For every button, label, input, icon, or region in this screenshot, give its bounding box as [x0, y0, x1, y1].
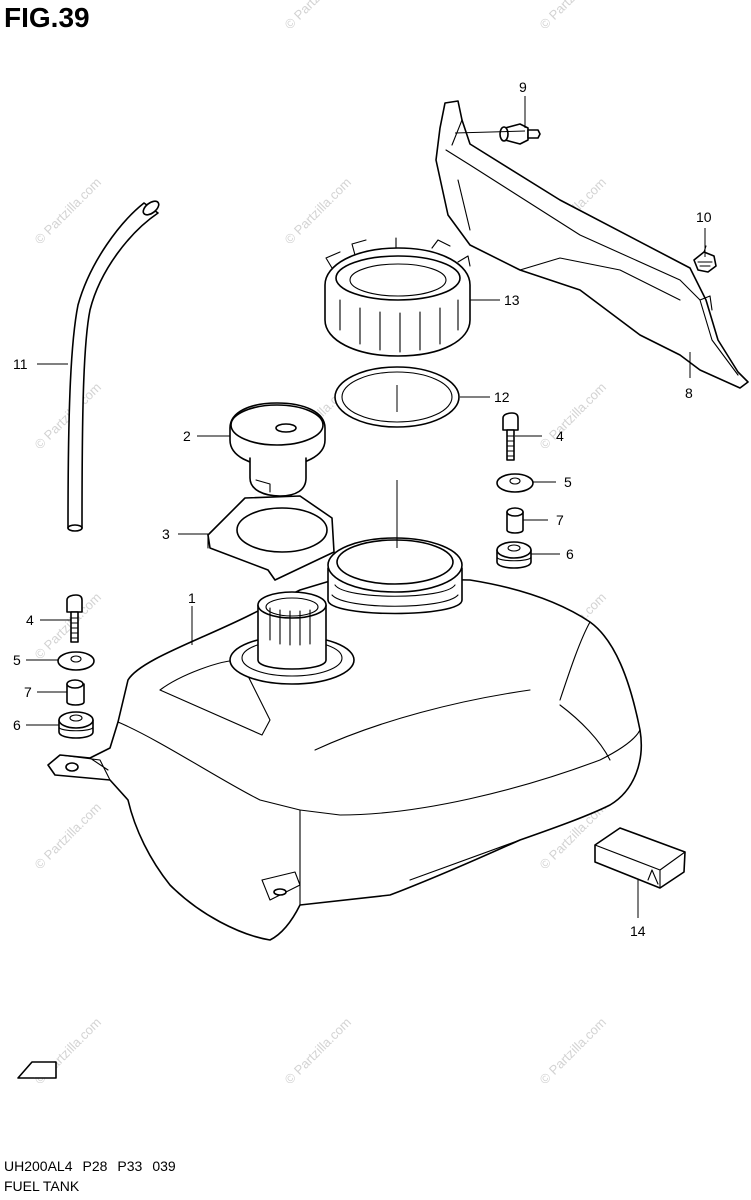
callout-13: 13	[504, 292, 520, 308]
part-8-cover	[435, 100, 749, 389]
part-5-washer-right	[496, 473, 534, 493]
part-10-clip	[693, 245, 717, 273]
part-7-collar-left	[66, 679, 85, 706]
part-5-washer-left	[57, 651, 95, 671]
figure-code: UH200AL4 P28 P33 039	[4, 1158, 186, 1174]
part-11-hose	[67, 200, 160, 532]
watermark: © Partzilla.com	[32, 175, 105, 248]
callout-1: 1	[188, 590, 196, 606]
callout-12: 12	[494, 389, 510, 405]
part-13-lock-ring	[324, 237, 471, 357]
watermark: © Partzilla.com	[282, 1015, 355, 1088]
watermark: © Partzilla.com	[537, 380, 610, 453]
callout-7-right: 7	[556, 512, 564, 528]
part-7-collar-right	[506, 507, 524, 534]
callout-6-left: 6	[13, 717, 21, 733]
watermark: © Partzilla.com	[537, 1015, 610, 1088]
watermark: © Partzilla.com	[32, 380, 105, 453]
part-4-bolt-right	[502, 412, 519, 461]
figure-code-model: UH200AL4	[4, 1158, 73, 1174]
figure-code-p28: P28	[82, 1158, 108, 1174]
figure-title: FIG.39	[4, 2, 90, 33]
part-9-screw	[499, 123, 541, 145]
callout-9: 9	[519, 79, 527, 95]
callout-7-left: 7	[24, 684, 32, 700]
callout-6-right: 6	[566, 546, 574, 562]
callout-4-right: 4	[556, 428, 564, 444]
callout-10: 10	[696, 209, 712, 225]
part-3-bracket	[207, 495, 335, 581]
watermark: © Partzilla.com	[32, 800, 105, 873]
part-6-grommet-left	[58, 711, 94, 739]
part-4-bolt-left	[66, 594, 83, 643]
part-1-fuel-tank	[47, 537, 642, 941]
part-6-grommet-right	[496, 541, 532, 569]
callout-2: 2	[183, 428, 191, 444]
figure-caption: FUEL TANK	[4, 1178, 80, 1194]
figure-code-number: 039	[152, 1158, 176, 1174]
watermark: © Partzilla.com	[537, 0, 610, 32]
callouts: 9 10 13 8 11 12 2 4 5 7 3 6 1 4 5 7 6 14	[13, 79, 712, 939]
watermark: © Partzilla.com	[282, 175, 355, 248]
callout-3: 3	[162, 526, 170, 542]
callout-5-left: 5	[13, 652, 21, 668]
callout-11: 11	[13, 356, 28, 372]
fwd-arrow: FWD	[17, 1060, 57, 1079]
callout-8: 8	[685, 385, 693, 401]
leader-lines	[26, 96, 706, 918]
callout-5-right: 5	[564, 474, 572, 490]
callout-4-left: 4	[26, 612, 34, 628]
part-2-fuel-cap	[229, 402, 326, 497]
watermark: © Partzilla.com	[282, 0, 355, 32]
figure-code-p33: P33	[117, 1158, 143, 1174]
part-14-pad	[594, 827, 686, 889]
callout-14: 14	[630, 923, 646, 939]
